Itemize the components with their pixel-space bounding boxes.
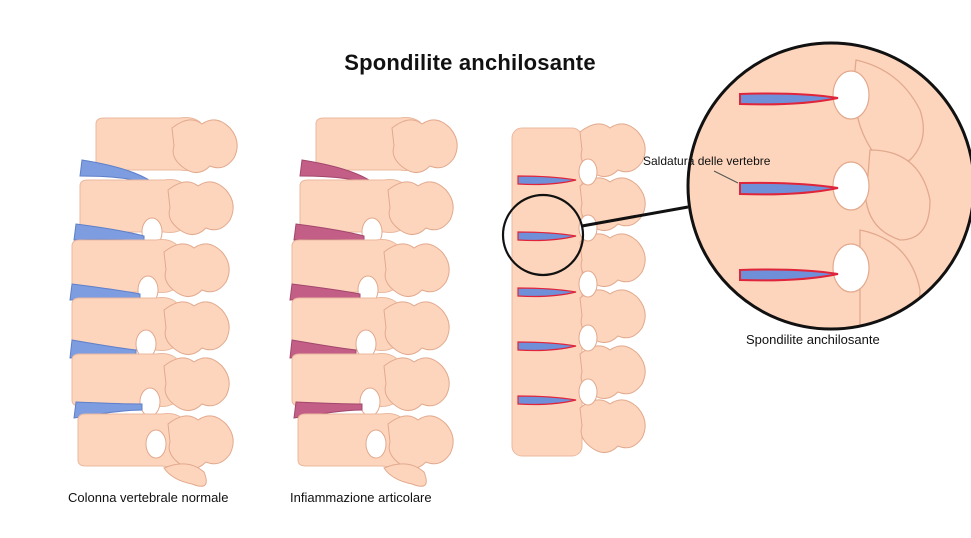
diagram-title: Spondilite anchilosante: [344, 50, 596, 75]
magnifier-ring: [501, 193, 585, 277]
vertebra: [77, 413, 234, 487]
vertebra: [315, 117, 458, 174]
caption-zoom: Spondilite anchilosante: [746, 332, 880, 347]
fused-discs: [517, 175, 577, 406]
zoom-circle: [686, 41, 971, 331]
spine-fused: [511, 123, 646, 457]
vertebra: [95, 117, 238, 174]
zoom-view: [689, 44, 971, 328]
magnifier-connector: [581, 205, 689, 228]
caption-normal-spine: Colonna vertebrale normale: [68, 490, 229, 505]
callout-label: Saldatura delle vertebre: [643, 154, 771, 168]
zoom-fused-discs: [739, 92, 839, 282]
callout-pointer: [713, 170, 739, 184]
spine-inflamed: [289, 117, 458, 487]
vertebra: [297, 413, 454, 487]
spine-normal: [69, 117, 238, 487]
caption-inflamed-spine: Infiammazione articolare: [290, 490, 432, 505]
